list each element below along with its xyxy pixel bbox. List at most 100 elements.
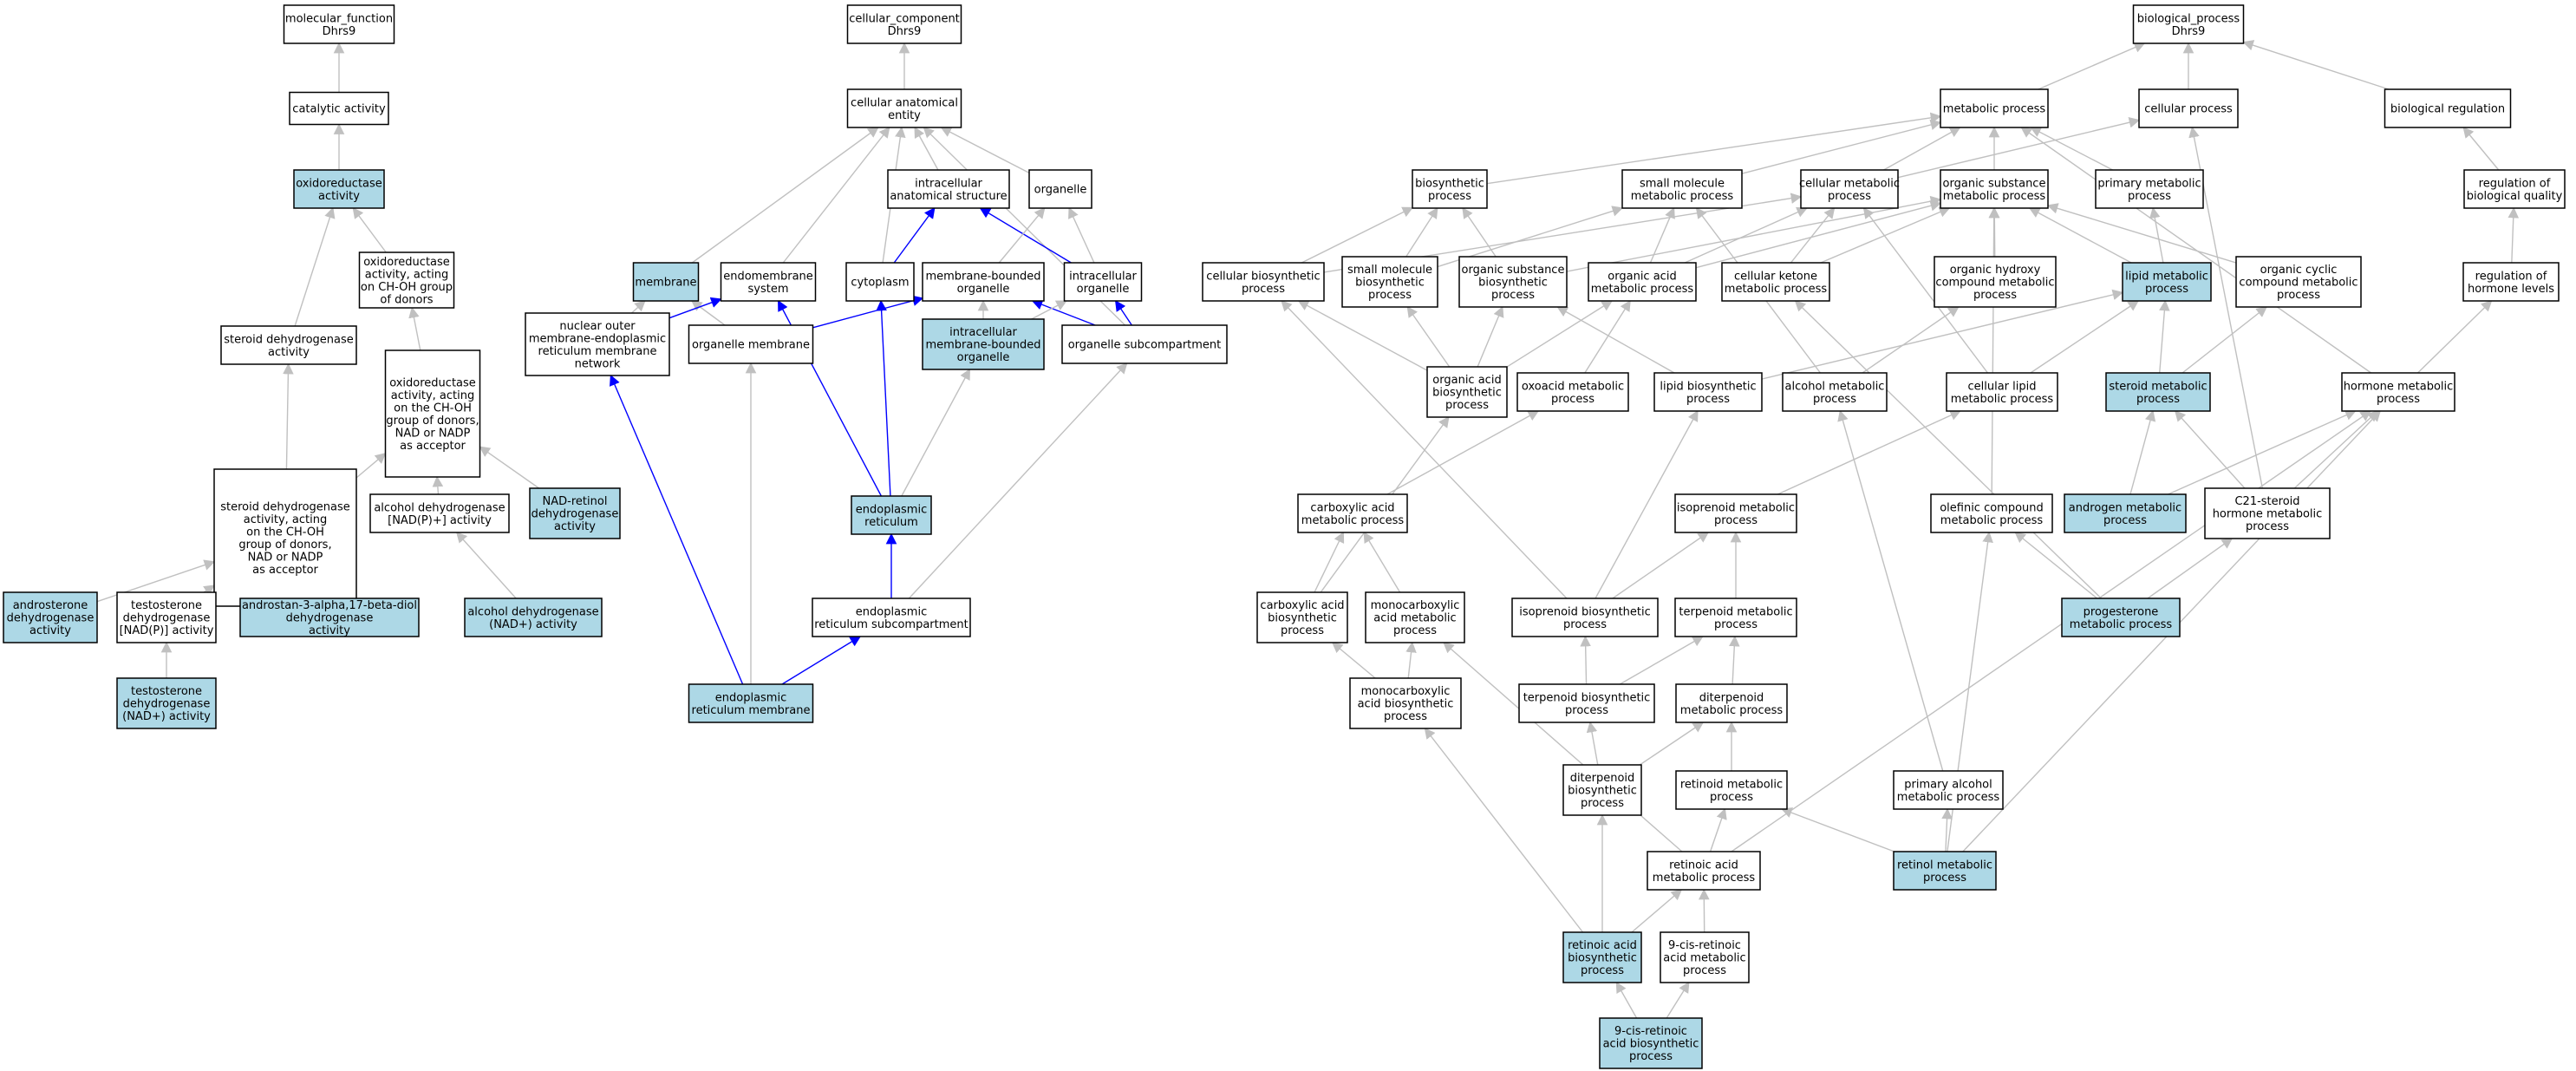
node-label-line: terpenoid metabolic [1679,605,1792,618]
node-label-line: process [1629,1050,1673,1063]
go-term-node-androstan[interactable]: androstan-3-alpha,17-beta-dioldehydrogen… [239,598,420,637]
go-term-node-membrane[interactable]: membrane [632,262,700,302]
go-term-node-bio_reg[interactable]: biological regulation [2384,88,2512,128]
node-label-line: metabolic process [1653,872,1756,885]
node-box [1516,372,1629,412]
node-box [1675,770,1788,810]
node-label-line: entity [888,109,921,122]
is-a-edge-bio_reg-to-bp [2242,40,2390,90]
go-term-node-cytoplasm[interactable]: cytoplasm [845,262,915,302]
node-label-line: process [1384,710,1427,723]
go-term-node-metabolic[interactable]: metabolic process [1940,88,2049,128]
go-term-node-catalytic[interactable]: catalytic activity [289,91,389,126]
node-label-line: monocarboxylic [1371,599,1460,612]
go-term-node-cellular_proc[interactable]: cellular process [2138,88,2239,128]
is-a-edge-oxoacid-to-org_acid [1584,299,1631,374]
is-a-edge-hormone_met-to-reg_hormone [2417,300,2493,374]
node-label-line: metabolic process [1940,514,2044,527]
is-a-edge-org_acid_bio-to-cell_bio [1297,300,1428,371]
node-label-line: of donors [380,293,433,306]
node-label-line: activity [29,624,71,637]
go-term-node-org_subcomp[interactable]: organelle subcompartment [1061,324,1228,364]
node-box [2122,262,2212,302]
node-label-line: progesterone [2084,605,2159,618]
node-label-line: alcohol dehydrogenase [467,605,598,618]
go-term-node-organelle[interactable]: organelle [1028,169,1092,209]
go-term-node-alcohol_dh_nad[interactable]: alcohol dehydrogenase(NAD+) activity [464,598,603,637]
node-label-line: isoprenoid metabolic [1677,501,1795,514]
edge-layer [96,40,2520,1019]
go-term-node-nuclear_outer[interactable]: nuclear outermembrane-endoplasmicreticul… [525,312,670,376]
node-label-line: acid biosynthetic [1358,698,1454,711]
go-term-node-org_membrane[interactable]: organelle membrane [688,324,814,364]
is-a-edge-lipid_met-to-org_subst [2028,207,2132,264]
is-a-edge-steroid_met-to-lipid_met [2159,299,2170,374]
go-term-node-alcohol_dh_nadp[interactable]: alcohol dehydrogenase[NAD(P)+] activity [369,493,510,533]
